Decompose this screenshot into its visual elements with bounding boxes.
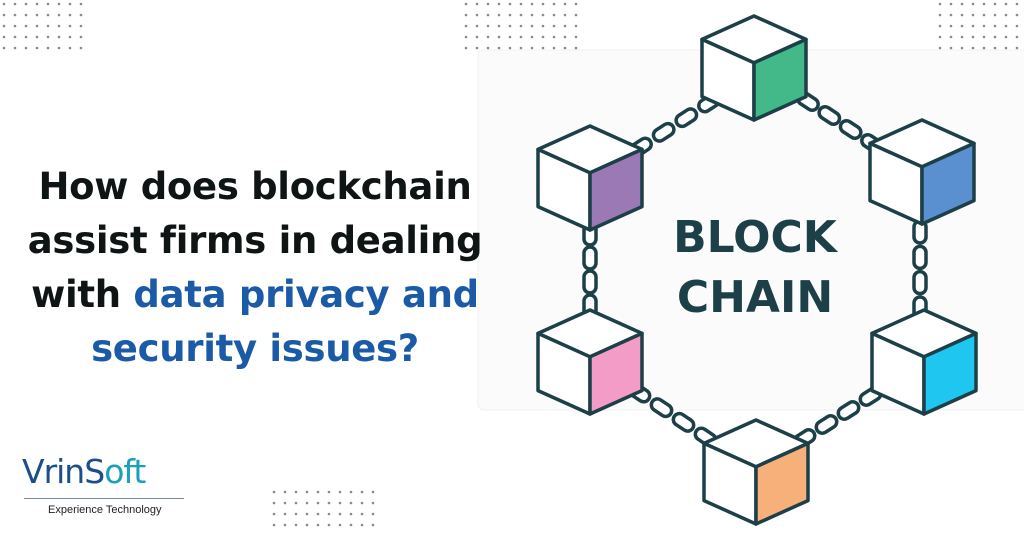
logo-wordmark-part-1: VrinS [22, 452, 105, 491]
chain-cube [536, 308, 644, 416]
dot-grid-top-center [464, 2, 578, 50]
diagram-label-line-2: CHAIN [677, 272, 833, 323]
vrinsoft-logo[interactable]: VrinSoft Experience Technology [18, 452, 188, 522]
logo-divider [24, 498, 184, 499]
headline-line-2: assist firms in dealing [27, 219, 483, 262]
chain-cube [868, 118, 976, 226]
logo-tagline: Experience Technology [48, 504, 162, 516]
logo-wordmark: VrinSoft [22, 452, 146, 491]
headline-highlight-2: security issues? [91, 327, 419, 370]
headline: How does blockchain assist firms in deal… [20, 160, 490, 376]
logo-wordmark-part-2: oft [104, 452, 146, 491]
blockchain-diagram: BLOCK CHAIN [536, 14, 978, 526]
dot-grid-bottom-center [272, 490, 375, 527]
dot-grid-top-left [2, 2, 83, 50]
headline-highlight-1: data privacy and [133, 273, 479, 316]
headline-line-3: with data privacy and [20, 268, 490, 322]
headline-line-1: How does blockchain [38, 165, 472, 208]
chain-cube [700, 14, 808, 122]
dot-grid-top-right [938, 2, 1019, 50]
chain-cube [702, 418, 810, 526]
chain-cube [536, 124, 644, 232]
diagram-label-line-1: BLOCK [673, 212, 839, 263]
chain-cube [870, 308, 978, 416]
headline-line-3-plain: with [31, 273, 134, 316]
